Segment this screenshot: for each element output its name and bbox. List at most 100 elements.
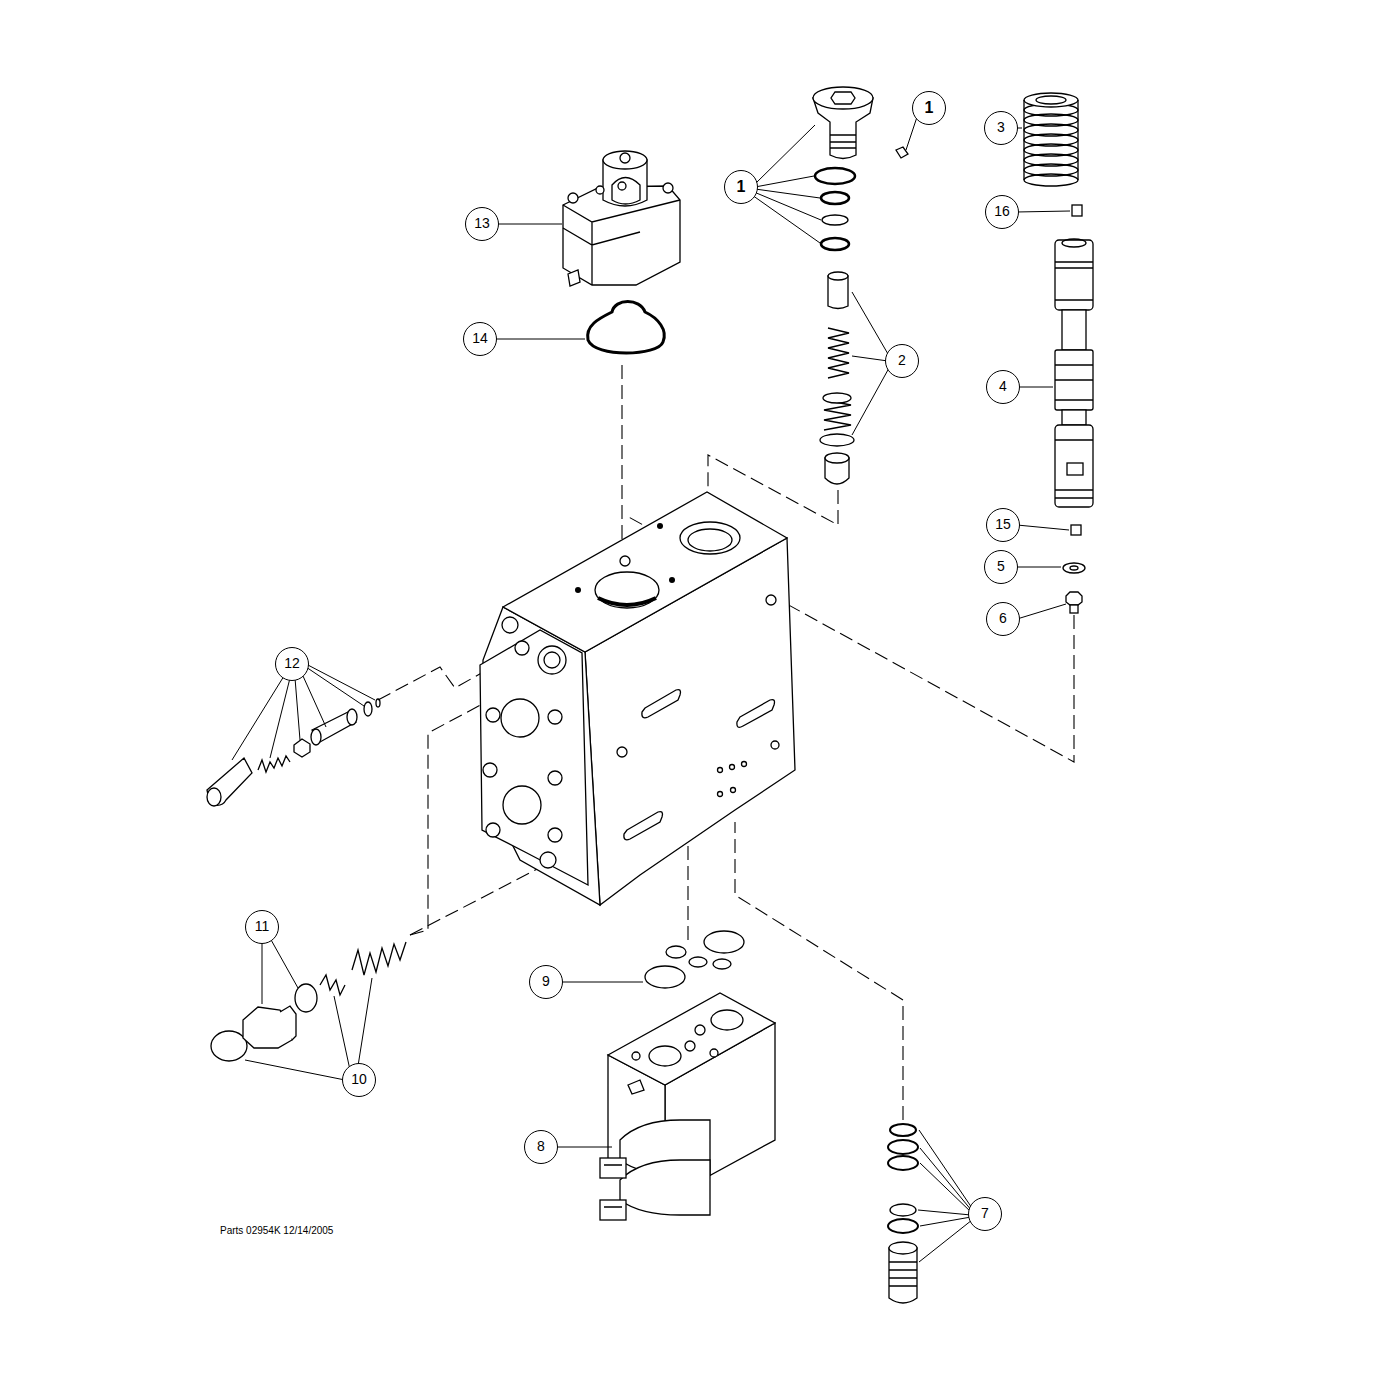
bolt — [1070, 605, 1078, 613]
valve-body — [480, 492, 795, 905]
plug-assembly — [295, 984, 317, 1012]
check-plug — [888, 1140, 918, 1154]
plug-screw — [1072, 205, 1082, 216]
check-poppet — [820, 272, 854, 484]
valve-spool — [1055, 262, 1093, 498]
callout-number: 16 — [985, 195, 1019, 229]
valve-body — [680, 522, 740, 554]
leader-line — [752, 125, 821, 243]
valve-body — [548, 710, 562, 724]
o-ring-set — [689, 957, 707, 967]
washer — [1063, 563, 1085, 573]
pilot-cover — [563, 151, 680, 286]
bolt — [1066, 592, 1082, 605]
callout-number: 10 — [342, 1063, 376, 1097]
relief-plug — [813, 87, 873, 109]
spool-spring — [1024, 93, 1078, 107]
callout-number: 3 — [984, 111, 1018, 145]
leader-line — [1017, 387, 1053, 388]
o-ring-set — [704, 931, 744, 953]
check-plug — [890, 1124, 916, 1136]
check-poppet — [828, 276, 848, 309]
callout-number: 2 — [885, 344, 919, 378]
plug-assembly — [211, 942, 406, 1061]
valve-body — [624, 812, 663, 840]
relief-plug — [821, 238, 849, 250]
adjuster-assembly — [258, 756, 290, 772]
solenoid-valve — [685, 1041, 695, 1051]
pilot-cover — [596, 186, 604, 194]
gasket — [588, 302, 665, 354]
solenoid-valve — [649, 1046, 681, 1066]
valve-body — [771, 741, 779, 749]
solenoid-valve — [600, 1158, 626, 1178]
check-poppet — [828, 328, 849, 378]
leader-line — [262, 938, 298, 1004]
assembly-line — [687, 840, 688, 940]
leader-line — [494, 339, 585, 340]
pilot-cover — [603, 151, 647, 169]
spool-spring — [1024, 100, 1078, 180]
pilot-cover — [620, 153, 630, 163]
leader-line — [1015, 567, 1061, 568]
pilot-cover — [568, 270, 580, 286]
valve-body — [598, 598, 656, 605]
relief-plug — [831, 92, 855, 104]
plug-assembly — [352, 942, 406, 975]
callout-number: 4 — [986, 370, 1020, 404]
valve-spool — [1062, 410, 1086, 425]
relief-plug — [830, 135, 856, 148]
adjuster-assembly — [376, 699, 380, 707]
pilot-cover — [563, 200, 680, 285]
solenoid-valve — [608, 993, 775, 1085]
valve-spool — [1062, 239, 1086, 247]
solenoid-valve — [620, 1160, 710, 1215]
gasket — [588, 302, 665, 354]
check-poppet — [825, 453, 849, 463]
valve-body — [515, 641, 529, 655]
plug-assembly — [320, 975, 345, 995]
valve-body — [718, 792, 723, 797]
solenoid-valve — [604, 1165, 622, 1207]
solenoid-valve — [600, 1200, 626, 1220]
valve-body — [501, 699, 539, 737]
assembly-line — [410, 865, 545, 935]
valve-body — [620, 556, 630, 566]
valve-body — [548, 771, 562, 785]
relief-plug — [813, 87, 908, 250]
check-poppet — [820, 434, 854, 446]
adjuster-assembly — [207, 699, 380, 806]
callout-number: 13 — [465, 207, 499, 241]
valve-spool — [1055, 425, 1093, 507]
valve-body — [540, 852, 556, 868]
check-poppet — [824, 400, 851, 430]
callout-number: 9 — [529, 965, 563, 999]
leader-line — [560, 982, 643, 983]
valve-body — [731, 788, 736, 793]
valve-body — [480, 630, 588, 885]
valve-body — [642, 690, 681, 718]
valve-body — [538, 646, 566, 674]
o-ring-set — [666, 946, 686, 958]
adjuster-assembly — [364, 702, 372, 716]
leader-line — [852, 292, 889, 435]
check-poppet — [823, 393, 851, 403]
valve-body — [486, 823, 500, 837]
valve-spool — [1062, 310, 1086, 350]
valve-body — [742, 762, 747, 767]
callout-number: 5 — [984, 550, 1018, 584]
valve-spool — [1055, 239, 1093, 507]
pilot-cover — [663, 183, 673, 193]
leader-line — [1017, 604, 1066, 619]
solenoid-valve — [695, 1025, 705, 1035]
valve-body — [657, 523, 663, 529]
check-plug — [890, 1204, 916, 1216]
plug-screw — [1071, 525, 1081, 535]
leader-line — [918, 1130, 972, 1262]
valve-spool — [1067, 463, 1083, 475]
valve-body — [688, 529, 732, 551]
relief-plug — [821, 192, 849, 204]
adjuster-assembly — [311, 729, 321, 745]
adjuster-assembly — [294, 739, 310, 757]
pilot-cover — [568, 193, 578, 203]
